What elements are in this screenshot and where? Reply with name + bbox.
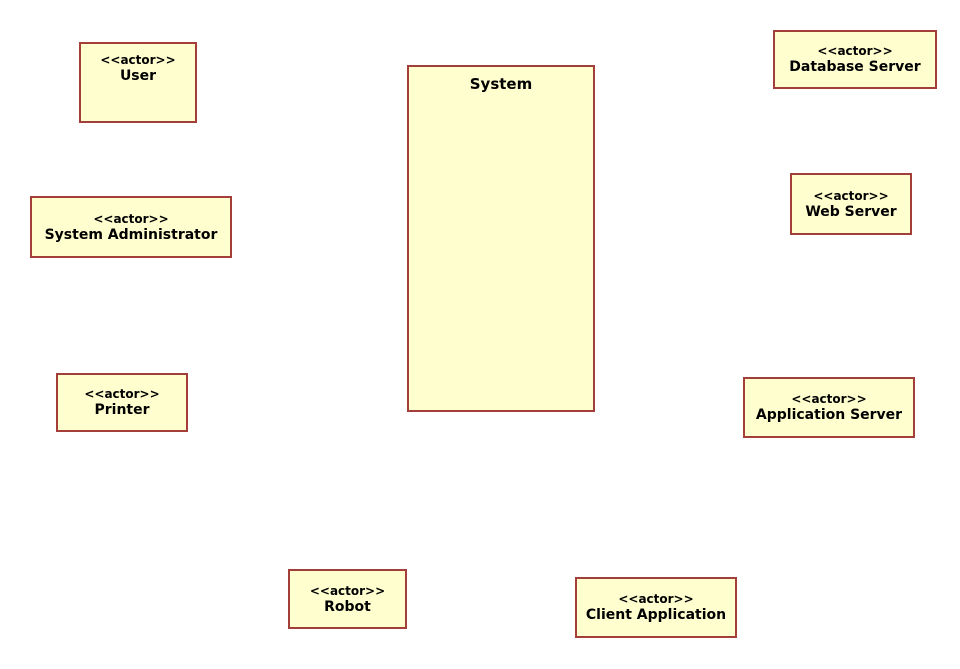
actor-node-system-administrator[interactable]: <<actor>> System Administrator bbox=[30, 196, 232, 258]
actor-name: Printer bbox=[94, 402, 150, 418]
system-node-title: System bbox=[469, 75, 533, 93]
actor-stereotype: <<actor>> bbox=[791, 392, 867, 406]
system-node[interactable]: System bbox=[407, 65, 595, 412]
actor-name: Robot bbox=[324, 598, 371, 615]
actor-name: Database Server bbox=[789, 59, 921, 75]
actor-name: Web Server bbox=[805, 203, 897, 220]
actor-stereotype: <<actor>> bbox=[813, 188, 889, 203]
actor-node-web-server[interactable]: <<actor>> Web Server bbox=[790, 173, 912, 235]
actor-stereotype: <<actor>> bbox=[817, 44, 893, 58]
actor-name: Application Server bbox=[755, 407, 903, 423]
actor-node-user[interactable]: <<actor>> User bbox=[79, 42, 197, 123]
actor-name: Client Application bbox=[585, 607, 727, 623]
actor-node-printer[interactable]: <<actor>> Printer bbox=[56, 373, 188, 432]
actor-stereotype: <<actor>> bbox=[93, 211, 169, 226]
actor-name: User bbox=[119, 68, 157, 84]
actor-node-application-server[interactable]: <<actor>> Application Server bbox=[743, 377, 915, 438]
actor-stereotype: <<actor>> bbox=[84, 387, 160, 401]
actor-stereotype: <<actor>> bbox=[618, 592, 694, 606]
actor-node-client-application[interactable]: <<actor>> Client Application bbox=[575, 577, 737, 638]
actor-node-database-server[interactable]: <<actor>> Database Server bbox=[773, 30, 937, 89]
actor-node-robot[interactable]: <<actor>> Robot bbox=[288, 569, 407, 629]
actor-name: System Administrator bbox=[44, 226, 218, 243]
actor-stereotype: <<actor>> bbox=[100, 53, 176, 67]
actor-stereotype: <<actor>> bbox=[309, 583, 386, 598]
